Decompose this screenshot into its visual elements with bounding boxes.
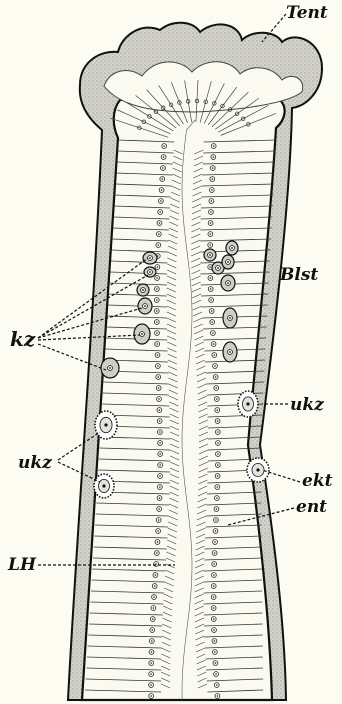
label-lh: LH — [7, 555, 37, 575]
label-blst: Blst — [279, 265, 318, 285]
label-tent: Tent — [286, 3, 328, 23]
label-ukz-right: ukz — [290, 395, 324, 415]
label-ent: ent — [296, 497, 327, 517]
label-ekt: ekt — [302, 471, 333, 491]
label-ukz-left: ukz — [18, 453, 52, 473]
label-kz: kz — [10, 327, 36, 351]
